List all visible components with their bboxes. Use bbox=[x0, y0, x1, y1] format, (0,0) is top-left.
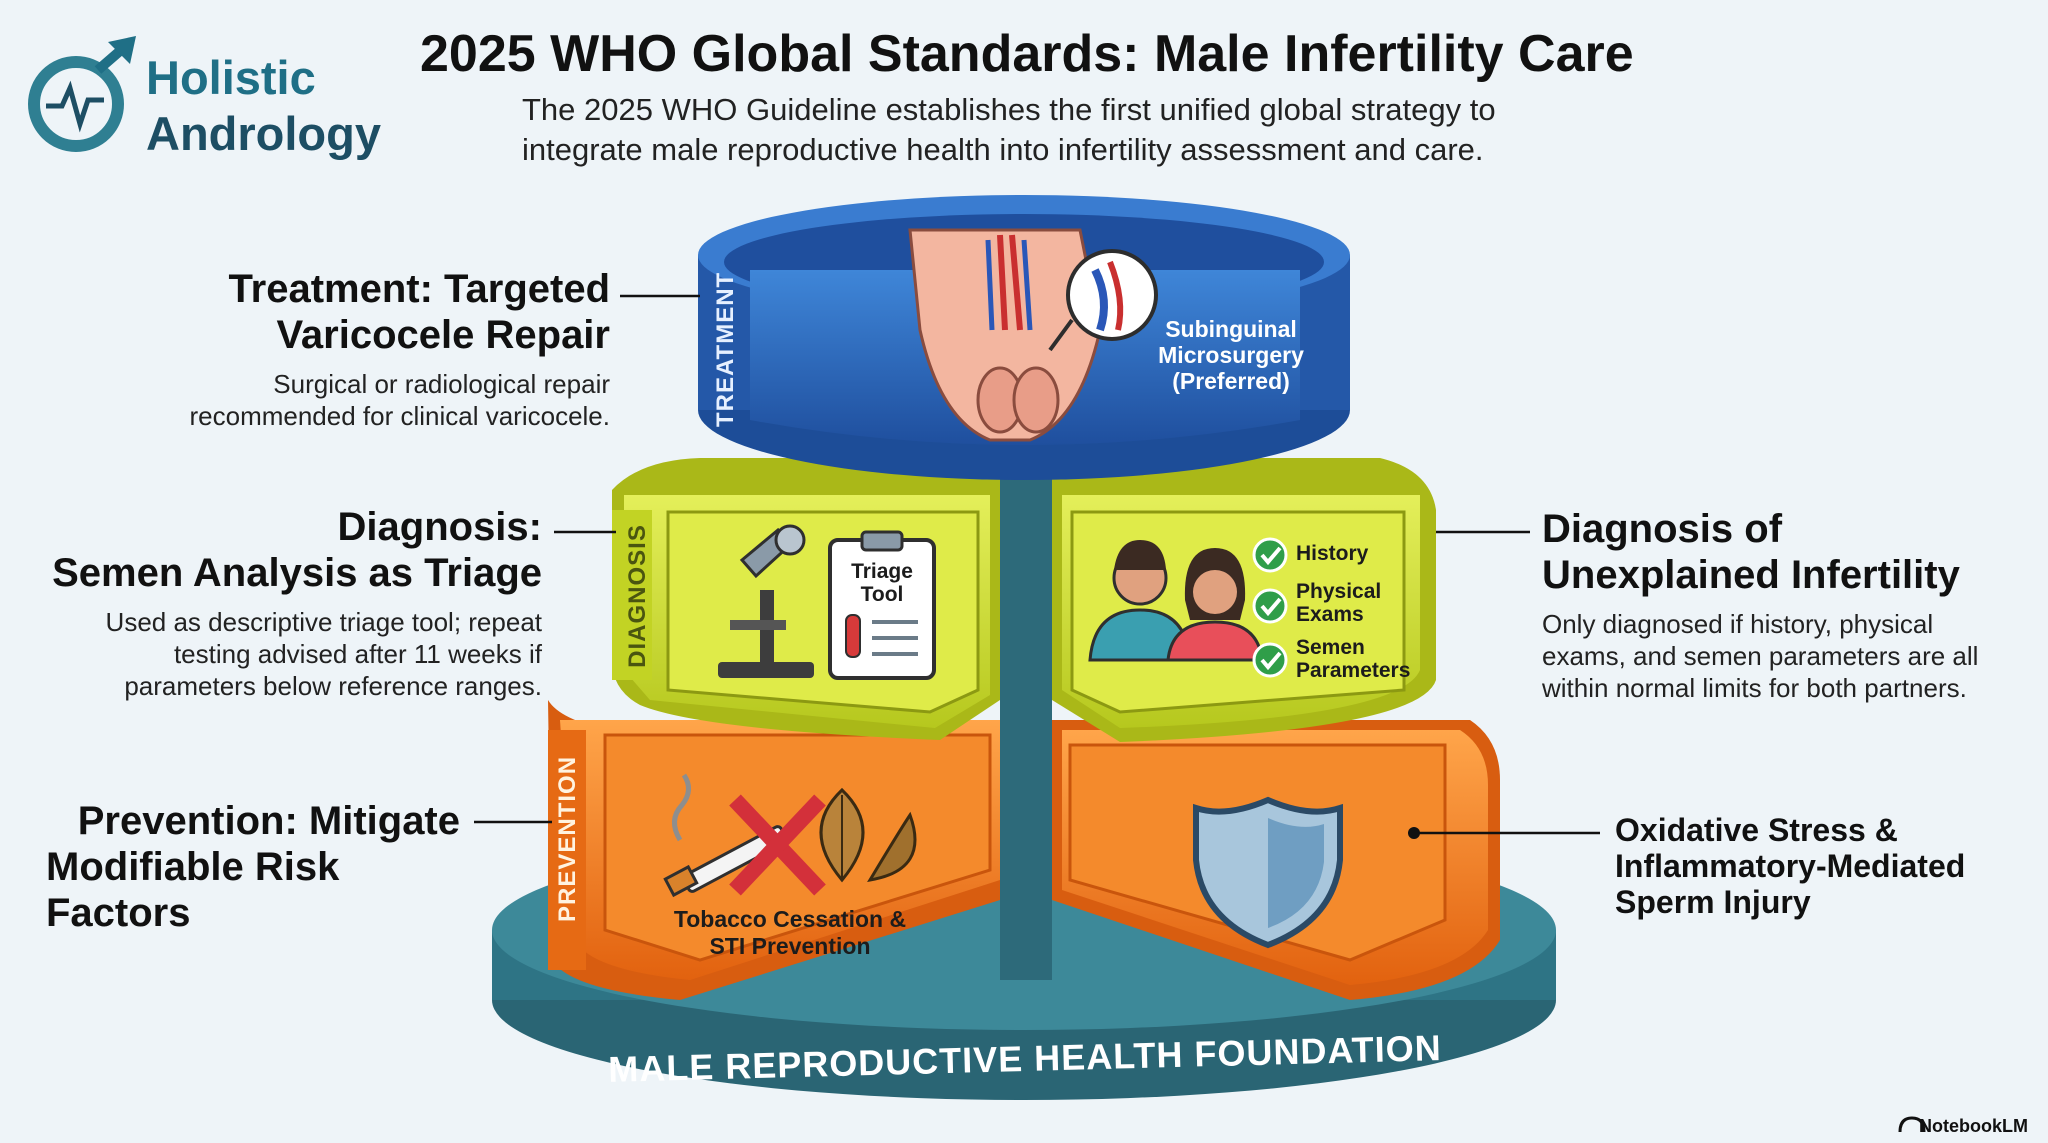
diagnosis-desc-2: testing advised after 11 weeks if bbox=[173, 639, 542, 669]
triage-tool-label: Triage Tool bbox=[851, 560, 913, 606]
diagnosis-heading-2: Semen Analysis as Triage bbox=[52, 551, 542, 595]
treatment-side-label: TREATMENT bbox=[712, 271, 739, 427]
treatment-desc-1: Surgical or radiological repair bbox=[273, 369, 610, 399]
diagnosis-desc-3: parameters below reference ranges. bbox=[124, 671, 542, 701]
tobacco-leaf-icon bbox=[819, 787, 917, 883]
checklist-history: History bbox=[1296, 542, 1369, 565]
logo-text: Holistic Andrology bbox=[146, 50, 381, 162]
diagnosis-side-label: DIAGNOSIS bbox=[624, 524, 651, 668]
checklist-physical: Physical Exams bbox=[1296, 580, 1382, 626]
couple-icon bbox=[1088, 540, 1264, 662]
check-icon-history bbox=[1252, 537, 1288, 573]
checklist-semen: Semen Parameters bbox=[1296, 636, 1411, 682]
unexplained-heading-1: Diagnosis of bbox=[1542, 507, 1783, 551]
central-column bbox=[1000, 440, 1052, 980]
connector-dot bbox=[1408, 827, 1420, 839]
oxidative-stress-callout: Oxidative Stress & Inflammatory-Mediated… bbox=[1615, 812, 2035, 920]
unexplained-heading-2: Unexplained Infertility bbox=[1542, 553, 1960, 597]
treatment-heading-2: Varicocele Repair bbox=[276, 313, 610, 357]
oxidative-line-3: Sperm Injury bbox=[1615, 884, 1811, 920]
treatment-side-label-wrap: TREATMENT bbox=[708, 272, 744, 430]
microsurgery-label: Subinguinal Microsurgery (Preferred) bbox=[1158, 316, 1304, 394]
page-subtitle: The 2025 WHO Guideline establishes the f… bbox=[522, 92, 1496, 167]
page-title: 2025 WHO Global Standards: Male Infertil… bbox=[420, 25, 1634, 83]
magnifier-icon bbox=[1048, 249, 1158, 352]
no-smoking-icon bbox=[663, 773, 826, 898]
check-icon-physical bbox=[1252, 588, 1288, 624]
diagnosis-callout: Diagnosis: Semen Analysis as Triage Used… bbox=[0, 504, 542, 702]
prevention-heading-2: Modifiable Risk Factors bbox=[46, 845, 340, 935]
diagnosis-heading-1: Diagnosis: bbox=[337, 505, 542, 549]
unexplained-desc-1: Only diagnosed if history, physical bbox=[1542, 609, 1934, 639]
check-icon-semen bbox=[1252, 642, 1288, 678]
tobacco-cessation-label: Tobacco Cessation & STI Prevention bbox=[673, 906, 907, 959]
notebooklm-icon bbox=[1898, 1116, 1926, 1133]
clipboard-icon bbox=[828, 530, 936, 680]
diagnosis-left-block bbox=[612, 458, 1000, 740]
connector-lines bbox=[474, 294, 1600, 835]
shield-icon bbox=[1193, 796, 1343, 949]
prevention-side-label-wrap: PREVENTION bbox=[550, 755, 586, 930]
unexplained-desc-3: within normal limits for both partners. bbox=[1542, 673, 1967, 703]
treatment-heading-1: Treatment: Targeted bbox=[228, 267, 610, 311]
oxidative-line-2: Inflammatory-Mediated bbox=[1615, 848, 1966, 884]
logo-line1: Holistic bbox=[146, 51, 316, 104]
treatment-callout: Treatment: Targeted Varicocele Repair Su… bbox=[10, 266, 610, 432]
oxidative-line-1: Oxidative Stress & bbox=[1615, 812, 1898, 848]
unexplained-desc-2: exams, and semen parameters are all bbox=[1542, 641, 1979, 671]
anatomy-illustration bbox=[908, 228, 1102, 442]
diagnosis-desc-1: Used as descriptive triage tool; repeat bbox=[105, 607, 542, 637]
microscope-icon bbox=[718, 524, 814, 678]
prevention-side-label: PREVENTION bbox=[554, 755, 581, 922]
diagnosis-side-label-wrap: DIAGNOSIS bbox=[620, 524, 656, 670]
notebooklm-credit: NotebookLM bbox=[1919, 1116, 2028, 1136]
prevention-left-block bbox=[548, 700, 1000, 1000]
unexplained-infertility-callout: Diagnosis of Unexplained Infertility Onl… bbox=[1542, 506, 2042, 704]
logo-emblem-icon bbox=[28, 36, 136, 152]
treatment-desc-2: recommended for clinical varicocele. bbox=[189, 401, 610, 431]
prevention-heading-1: Prevention: Mitigate bbox=[77, 799, 460, 843]
logo-line2: Andrology bbox=[146, 107, 381, 160]
prevention-callout: Prevention: Mitigate Modifiable Risk Fac… bbox=[46, 798, 486, 936]
